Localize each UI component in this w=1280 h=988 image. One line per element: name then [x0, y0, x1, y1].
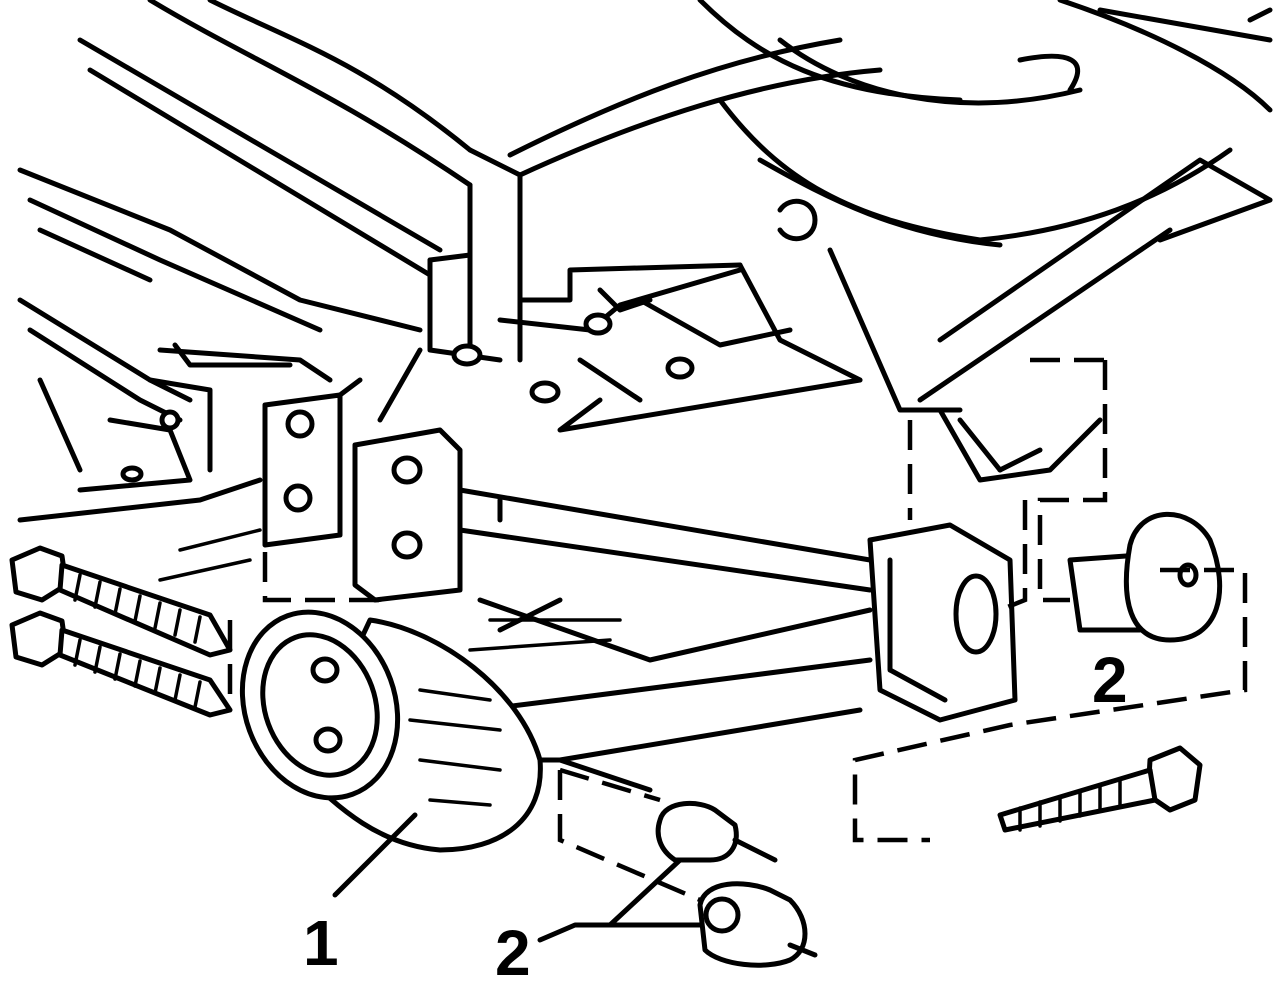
leader-2-bottom-a: [537, 922, 703, 943]
leader-2-bottom-b: [607, 857, 683, 928]
right-axle-mount-bracket: [867, 357, 1108, 723]
callout-leaders: [332, 812, 703, 943]
crossmember: [451, 198, 863, 433]
leader-1: [332, 812, 418, 898]
pivot-bolts: [9, 545, 233, 718]
lower-nut-and-bushing: [557, 767, 818, 968]
axle-pivot-bushing: [239, 609, 543, 853]
left-body-bracket: [262, 347, 463, 603]
right-frame-rail: [827, 157, 1273, 483]
vehicle-body-structure: [17, 0, 1273, 523]
callout-2-bottom: 2: [495, 917, 531, 988]
callout-1: 1: [303, 907, 339, 979]
callout-2-right: 2: [1092, 644, 1128, 716]
right-bushing: [852, 511, 1248, 843]
